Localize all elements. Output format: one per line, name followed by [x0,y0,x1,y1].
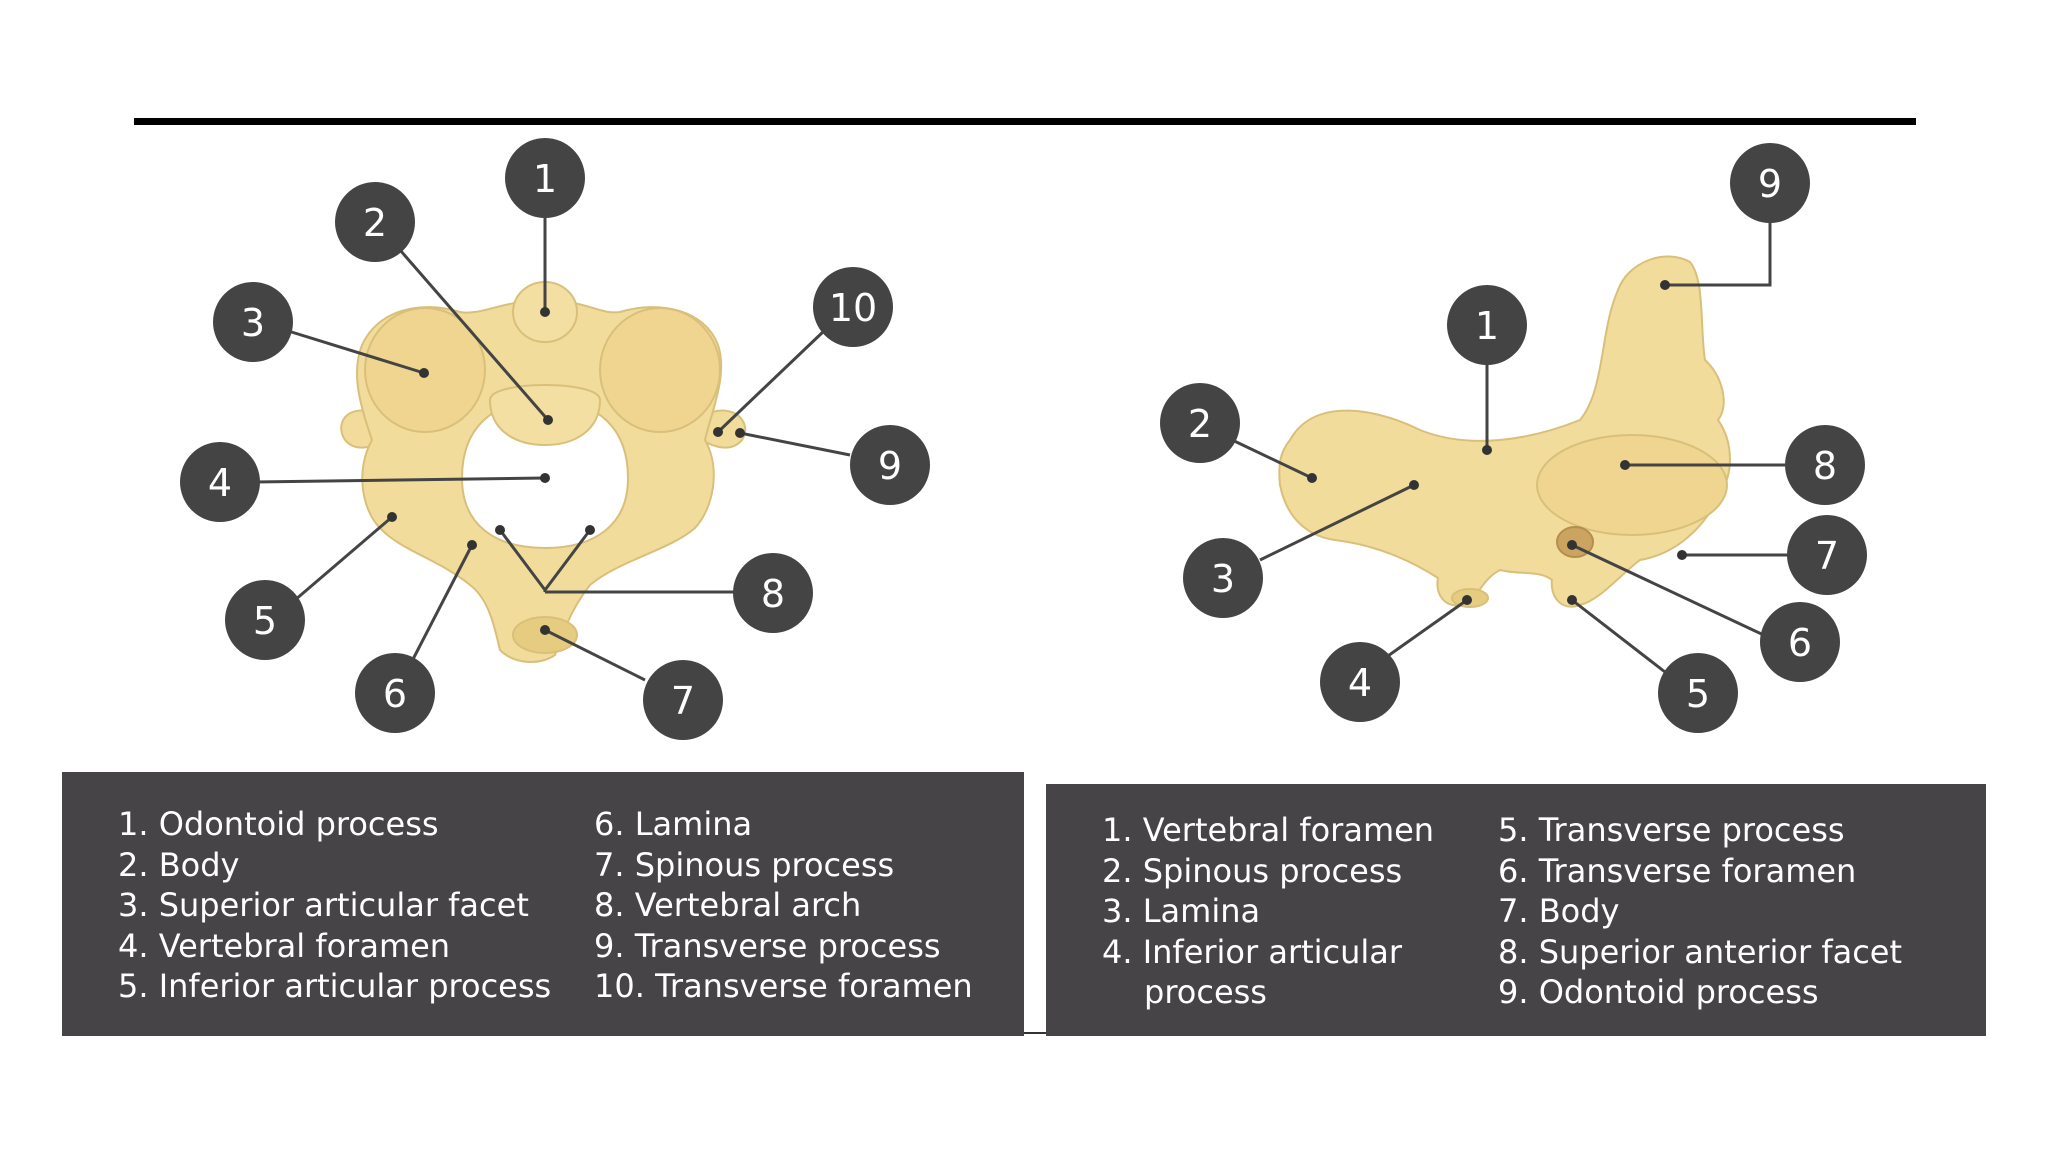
left-callout-3: 3 [213,282,293,362]
right-leader-lines [1227,220,1788,674]
left-callout-4: 4 [180,442,260,522]
svg-text:10: 10 [829,286,877,330]
legend-item: 4. Vertebral foramen [118,926,451,965]
legend-item: 8. Vertebral arch [594,886,862,924]
right-callout-4: 4 [1320,642,1400,722]
legend-item: 3. Superior articular facet [118,886,529,924]
svg-text:9: 9 [1758,162,1782,206]
right-legend-column-2: 5. Transverse process 6. Transverse fora… [1498,810,1902,1013]
left-leader-dots [387,307,745,635]
legend-item: 9. Odontoid process [1498,973,1819,1011]
right-vertebra-illustration [1278,255,1731,608]
legend-item: 7. Body [1498,892,1620,930]
right-callout-9: 9 [1730,143,1810,223]
left-legend-panel: 1. Odontoid process 2. Body 3. Superior … [62,772,1024,1036]
right-leader-dots [1307,280,1687,605]
svg-text:4: 4 [1348,661,1372,705]
right-callout-5: 5 [1658,653,1738,733]
left-callout-10: 10 [813,267,893,347]
right-callout-1: 1 [1447,285,1527,365]
legend-item: 3. Lamina [1102,892,1261,930]
legend-item: 1. Vertebral foramen [1102,811,1435,849]
svg-text:4: 4 [208,461,232,505]
svg-text:3: 3 [241,301,265,345]
legend-item: 5. Inferior articular process [118,967,552,1005]
left-callout-7: 7 [643,660,723,740]
legend-item: 8. Superior anterior facet [1498,932,1903,971]
legend-baseline [1024,1032,1048,1034]
left-callout-2: 2 [335,182,415,262]
right-legend-column-1: 1. Vertebral foramen 2. Spinous process … [1102,810,1434,1013]
svg-text:8: 8 [1813,444,1837,488]
svg-text:1: 1 [1475,304,1499,348]
svg-text:6: 6 [383,672,407,716]
left-callout-1: 1 [505,138,585,218]
right-callout-3: 3 [1183,538,1263,618]
left-callout-5: 5 [225,580,305,660]
top-divider-rule [134,118,1916,125]
right-legend-panel: 1. Vertebral foramen 2. Spinous process … [1046,784,1986,1036]
svg-text:1: 1 [533,157,557,201]
left-legend-column-1: 1. Odontoid process 2. Body 3. Superior … [118,804,551,1007]
legend-item: 2. Spinous process [1102,851,1403,890]
right-callout-6: 6 [1760,602,1840,682]
left-callout-6: 6 [355,653,435,733]
svg-text:2: 2 [363,201,387,245]
legend-item: 10. Transverse foramen [594,967,973,1005]
left-legend-column-2: 6. Lamina 7. Spinous process 8. Vertebra… [594,804,973,1007]
right-callout-7: 7 [1787,515,1867,595]
left-leader-lines [254,210,851,682]
svg-text:7: 7 [1815,534,1839,578]
legend-item: 6. Transverse foramen [1498,851,1857,890]
legend-item: 2. Body [118,845,240,884]
svg-text:6: 6 [1788,621,1812,665]
left-vertebra-illustration [340,281,747,663]
legend-item: 7. Spinous process [594,845,895,884]
right-callout-8: 8 [1785,425,1865,505]
svg-text:8: 8 [761,572,785,616]
legend-item: 9. Transverse process [594,926,941,965]
svg-text:5: 5 [253,599,277,643]
legend-item: 1. Odontoid process [118,805,439,843]
svg-text:3: 3 [1211,557,1235,601]
svg-text:7: 7 [671,679,695,723]
right-callout-2: 2 [1160,383,1240,463]
svg-text:5: 5 [1686,672,1710,716]
left-callout-8: 8 [733,553,813,633]
svg-text:2: 2 [1188,402,1212,446]
svg-text:9: 9 [878,444,902,488]
legend-item: 5. Transverse process [1498,811,1845,849]
left-callout-9: 9 [850,425,930,505]
legend-item: 6. Lamina [594,805,753,843]
